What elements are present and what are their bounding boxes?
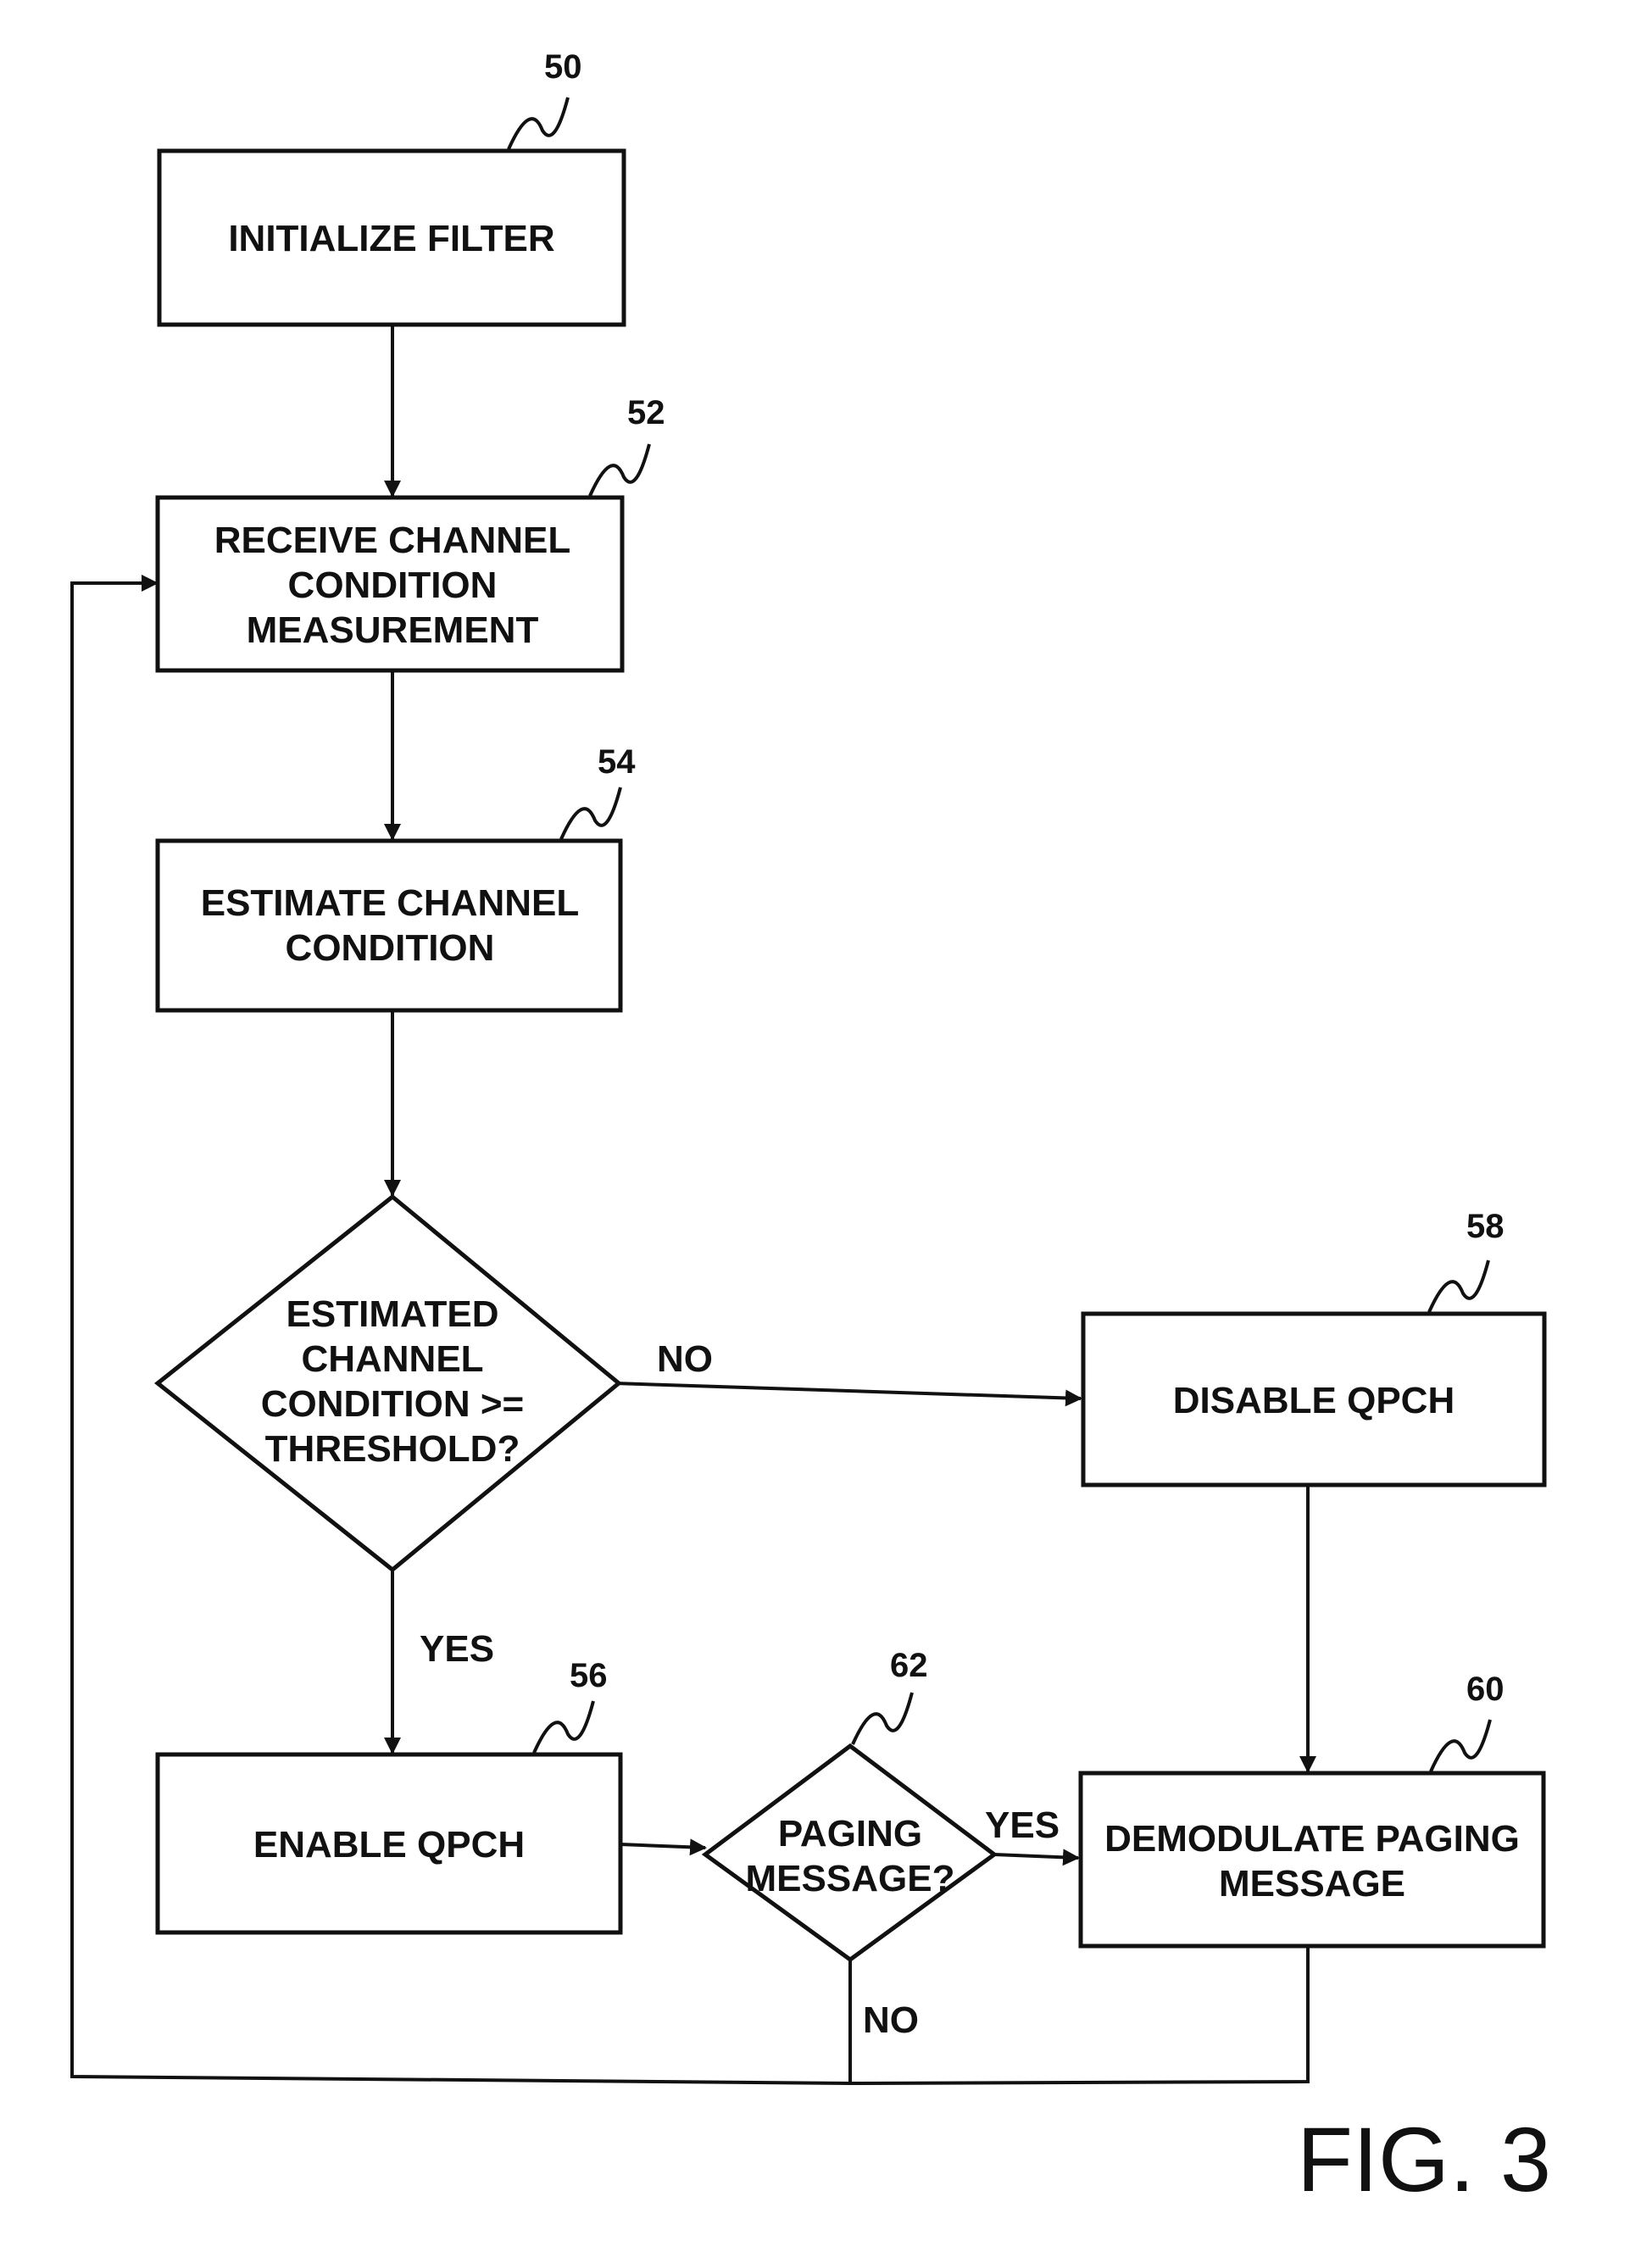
edge-label-paging-yes: YES — [985, 1804, 1060, 1846]
ref-leader-squiggle — [853, 1693, 912, 1744]
edge-paging-yes-to-demodulate — [994, 1854, 1078, 1858]
node-label-line: RECEIVE CHANNEL — [214, 520, 571, 561]
node-label-line: MESSAGE? — [746, 1858, 955, 1899]
edge-demodulate-return — [850, 1946, 1308, 2083]
node-label-line: INITIALIZE FILTER — [228, 218, 554, 259]
node-demodulate-paging: DEMODULATE PAGING MESSAGE — [1081, 1773, 1544, 1946]
node-disable-qpch: DISABLE QPCH — [1083, 1314, 1544, 1485]
node-label-line: CONDITION — [286, 927, 495, 969]
ref-marker-60: 60 — [1431, 1671, 1505, 1771]
node-label-line: ENABLE QPCH — [253, 1824, 525, 1866]
ref-marker-62: 62 — [853, 1647, 928, 1744]
node-initialize-filter: INITIALIZE FILTER — [159, 151, 624, 325]
ref-marker-50: 50 — [509, 48, 582, 149]
node-estimate-condition: ESTIMATE CHANNEL CONDITION — [158, 841, 620, 1010]
node-label-line: DEMODULATE PAGING — [1104, 1818, 1520, 1860]
ref-leader-squiggle — [590, 444, 649, 496]
ref-leader-squiggle — [1429, 1260, 1488, 1312]
ref-leader-squiggle — [561, 787, 620, 839]
edge-label-threshold-no: NO — [657, 1338, 713, 1380]
ref-marker-58: 58 — [1429, 1208, 1505, 1312]
figure-label: FIG. 3 — [1297, 2108, 1551, 2210]
edge-enable-to-paging — [620, 1844, 705, 1848]
ref-numeral: 58 — [1466, 1208, 1505, 1245]
node-label-line: ESTIMATED — [286, 1293, 499, 1335]
ref-marker-56: 56 — [534, 1657, 608, 1753]
ref-marker-52: 52 — [590, 394, 665, 496]
node-threshold-decision: ESTIMATED CHANNEL CONDITION >= THRESHOLD… — [158, 1197, 619, 1570]
ref-marker-54: 54 — [561, 743, 636, 839]
edge-label-paging-no: NO — [863, 1999, 919, 2041]
ref-leader-squiggle — [509, 97, 568, 149]
ref-leader-squiggle — [1431, 1720, 1490, 1771]
node-label-line: THRESHOLD? — [265, 1428, 520, 1470]
node-label-line: PAGING — [778, 1813, 922, 1854]
ref-numeral: 50 — [544, 48, 582, 86]
ref-numeral: 56 — [570, 1657, 608, 1694]
edge-decision-no-to-disable — [615, 1383, 1081, 1398]
node-label-line: MEASUREMENT — [247, 609, 539, 651]
node-label-line: CHANNEL — [301, 1338, 483, 1380]
edge-label-threshold-yes: YES — [420, 1628, 494, 1670]
ref-numeral: 54 — [598, 743, 636, 781]
ref-numeral: 52 — [627, 394, 665, 431]
node-enable-qpch: ENABLE QPCH — [158, 1754, 620, 1932]
node-paging-decision: PAGING MESSAGE? — [705, 1746, 994, 1960]
node-receive-measurement: RECEIVE CHANNEL CONDITION MEASUREMENT — [158, 498, 622, 670]
node-label-line: CONDITION >= — [261, 1383, 525, 1425]
node-label-line: ESTIMATE CHANNEL — [201, 882, 580, 924]
ref-numeral: 60 — [1466, 1671, 1505, 1708]
ref-leader-squiggle — [534, 1701, 593, 1753]
node-label-line: MESSAGE — [1219, 1863, 1405, 1904]
node-label-line: CONDITION — [288, 564, 498, 606]
ref-numeral: 62 — [890, 1647, 928, 1684]
node-label-line: DISABLE QPCH — [1173, 1380, 1455, 1421]
